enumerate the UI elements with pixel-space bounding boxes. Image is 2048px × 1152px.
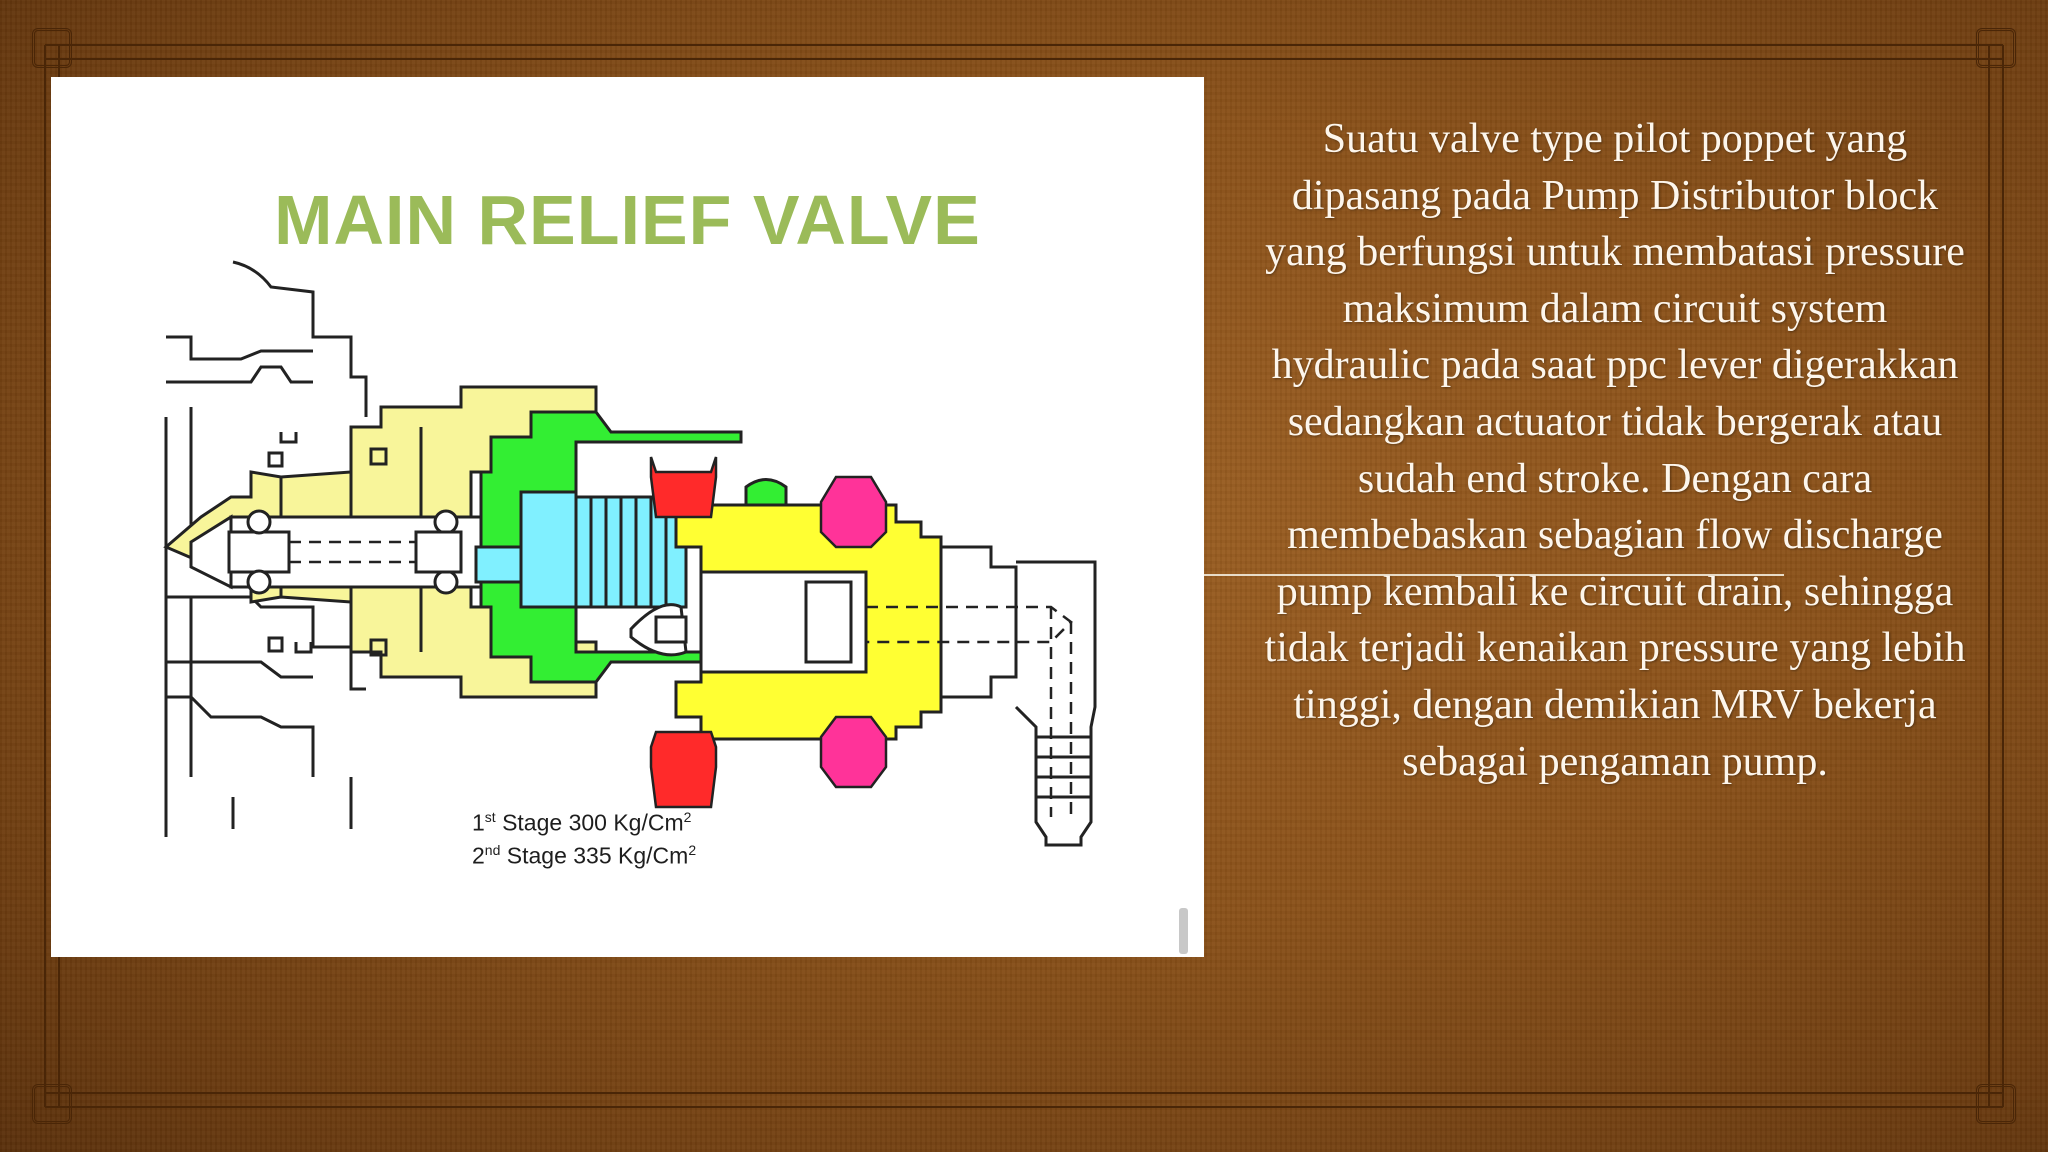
description-paragraph: Suatu valve type pilot poppet yang dipas… <box>1264 116 1966 785</box>
frame-corner-ornament <box>32 28 72 68</box>
frame-border-bottom <box>45 1092 2003 1108</box>
elbow-fitting <box>941 545 1097 847</box>
frame-border-top <box>45 44 2003 60</box>
valve-cross-section <box>163 260 1097 847</box>
frame-corner-ornament <box>1976 28 2016 68</box>
cyan-piston <box>474 490 688 609</box>
red-seal <box>649 456 718 809</box>
stage-2-label: 2nd Stage 335 Kg/Cm2 <box>472 842 697 869</box>
frame-border-right <box>1988 45 2004 1107</box>
adjusting-nut-yellow <box>674 503 943 741</box>
frame-corner-ornament <box>1976 1084 2016 1124</box>
image-scrollbar-thumb <box>1179 908 1188 954</box>
valve-diagram-image: MAIN RELIEF VALVE <box>51 77 1204 957</box>
pilot-poppet <box>629 603 688 657</box>
pink-seal <box>819 475 888 789</box>
poppet-spool <box>189 509 483 595</box>
frame-corner-ornament <box>32 1084 72 1124</box>
diagram-title: MAIN RELIEF VALVE <box>274 181 981 259</box>
divider-line <box>1204 574 1784 576</box>
stage-1-label: 1st Stage 300 Kg/Cm2 <box>472 809 692 836</box>
